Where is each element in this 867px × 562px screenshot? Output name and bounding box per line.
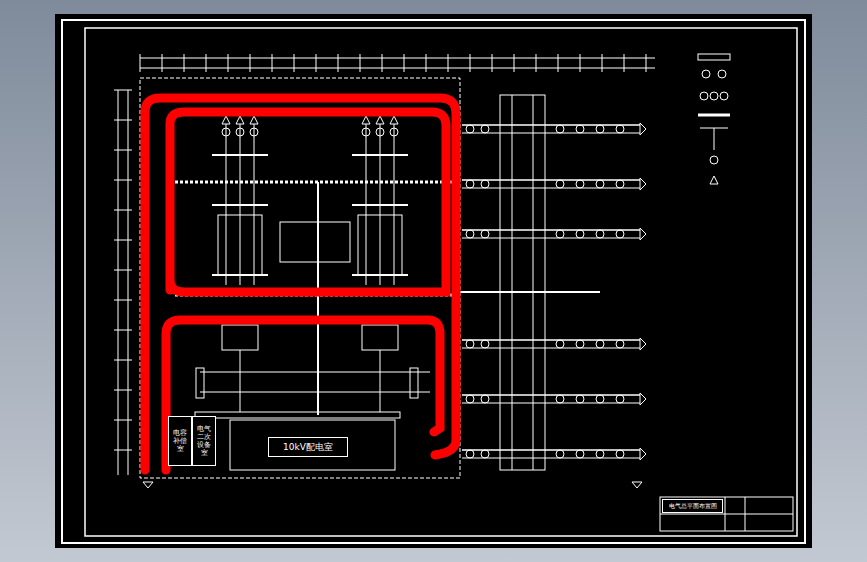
room-label: 10kV配电室 <box>283 442 333 452</box>
room-box: 10kV配电室 <box>268 437 348 457</box>
room-box: 电气二次设备室 <box>192 416 216 466</box>
room-label: 电气二次设备室 <box>197 425 211 457</box>
room-box: 电气总平面布置图 <box>662 499 723 513</box>
room-box: 电容补偿室 <box>168 416 192 466</box>
room-label: 电气总平面布置图 <box>669 503 717 510</box>
room-label: 电容补偿室 <box>173 429 187 453</box>
